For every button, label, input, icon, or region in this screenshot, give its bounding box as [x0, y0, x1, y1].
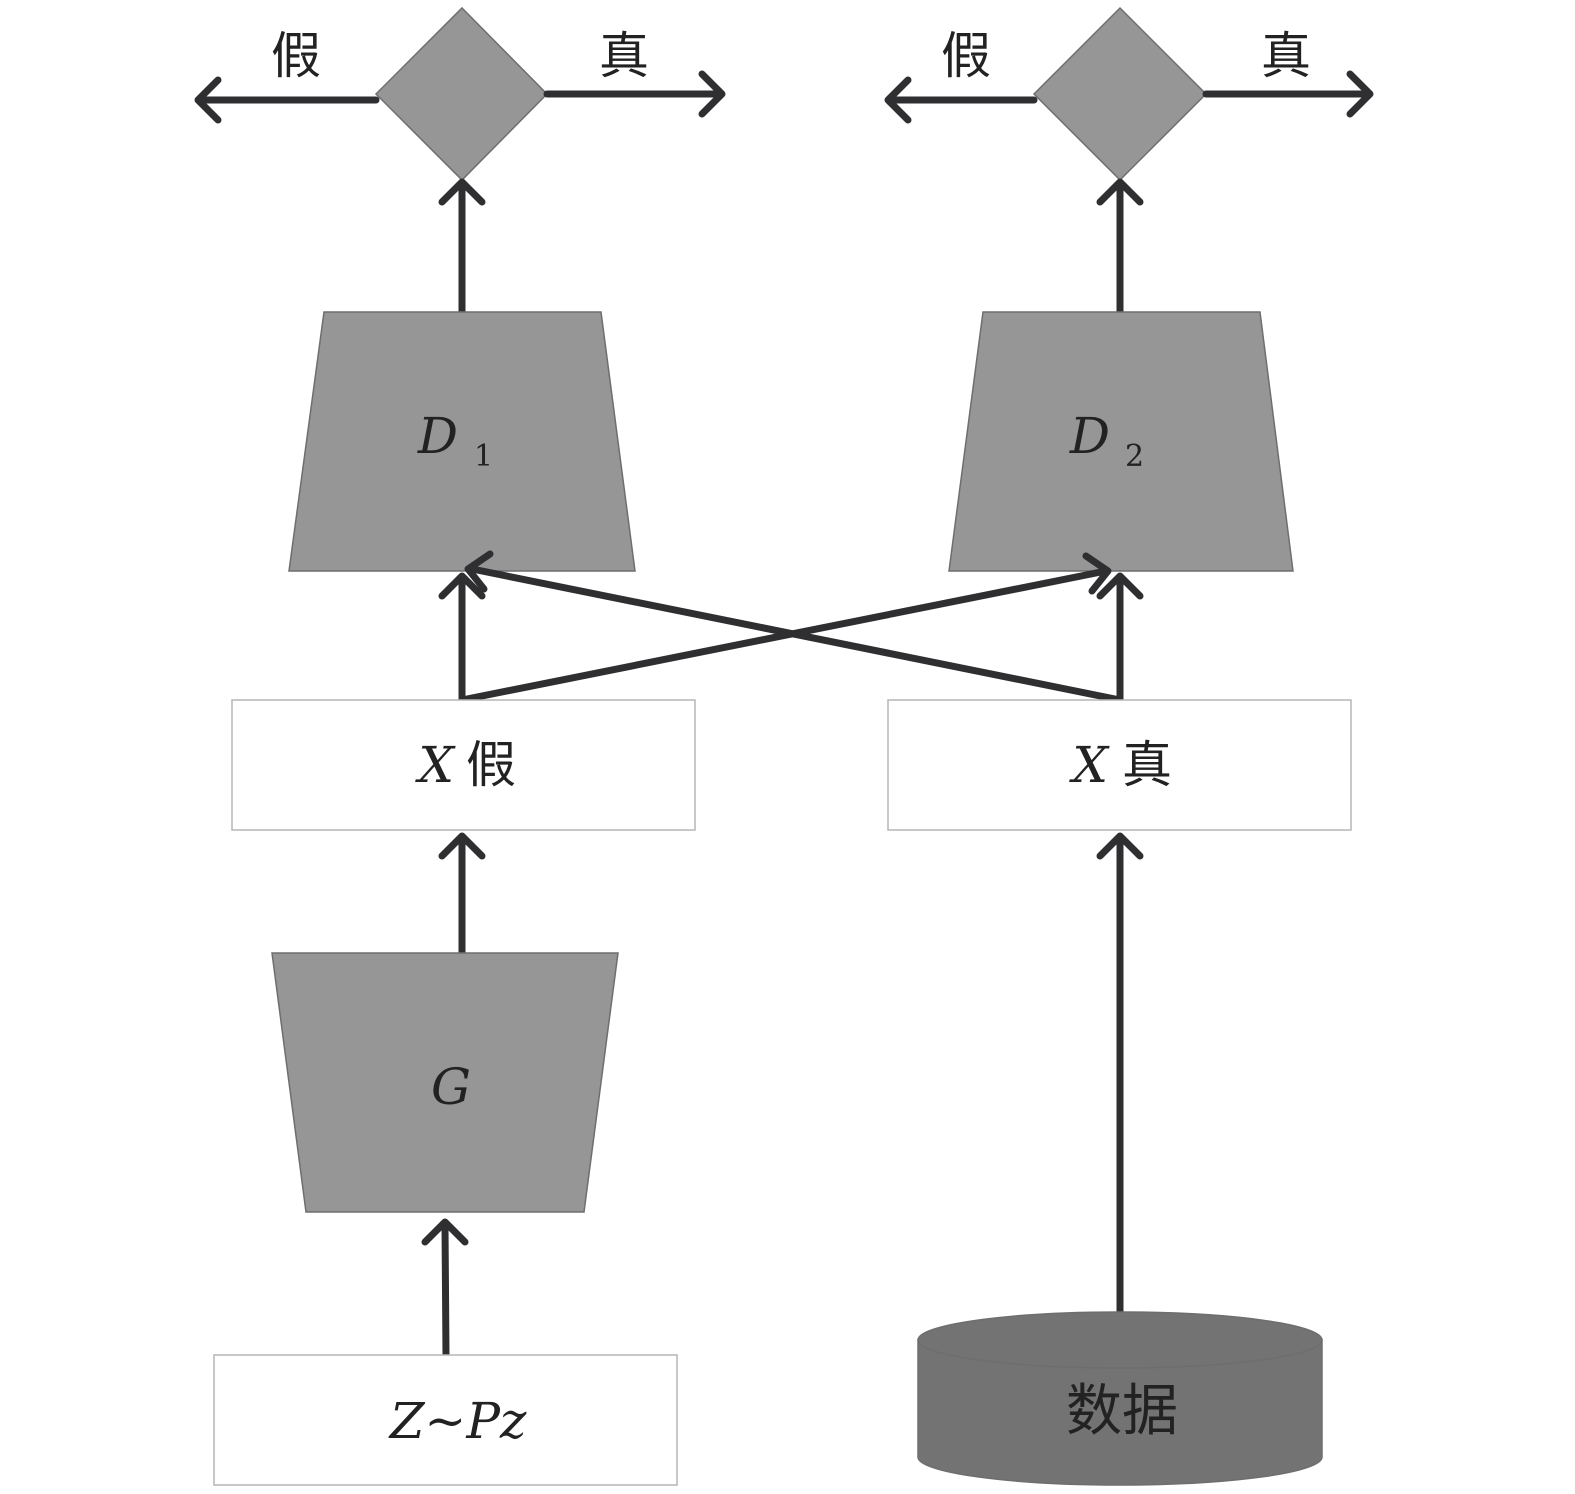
d1-label-sub: 1 — [474, 439, 493, 474]
arrow-d2-to-diamond — [1096, 178, 1144, 316]
noise-label: Z~Pz — [388, 1392, 527, 1450]
arrow-xreal-to-d1-cross — [464, 550, 1124, 704]
x-fake-text: 假 — [466, 736, 516, 794]
g-label: G — [431, 1058, 471, 1116]
decision-diamond-left — [374, 6, 549, 182]
arrow-data-to-xreal — [1096, 832, 1144, 1316]
data-store-label: 数据 — [1066, 1379, 1178, 1444]
output-arrow-fake-left — [194, 76, 380, 124]
label-fake-left: 假 — [271, 27, 321, 85]
d2-label: D — [1069, 407, 1110, 465]
discriminator-d1 — [288, 311, 636, 572]
output-arrow-real-left — [543, 70, 726, 118]
label-fake-right: 假 — [941, 27, 991, 85]
x-fake-var: X — [414, 736, 456, 794]
discriminator-d2 — [948, 311, 1294, 572]
generator-g — [271, 952, 619, 1213]
arrow-d1-to-diamond — [438, 178, 486, 316]
d2-label-sub: 2 — [1125, 439, 1144, 474]
arrow-xreal-to-d2 — [1096, 572, 1144, 704]
x-real-box — [887, 699, 1352, 831]
output-arrow-fake-right — [884, 76, 1038, 124]
arrow-xfake-to-d1 — [438, 572, 486, 704]
x-fake-box — [231, 699, 696, 831]
data-store-cylinder — [917, 1311, 1323, 1486]
noise-box — [213, 1354, 678, 1486]
label-real-left: 真 — [599, 27, 649, 85]
decision-diamond-right — [1032, 6, 1208, 182]
arrow-g-to-xfake — [438, 832, 486, 957]
output-arrow-real-right — [1202, 70, 1374, 118]
arrow-noise-to-g — [421, 1218, 469, 1359]
x-real-var: X — [1068, 736, 1110, 794]
x-real-text: 真 — [1122, 736, 1172, 794]
d1-label: D — [417, 407, 458, 465]
label-real-right: 真 — [1261, 27, 1311, 85]
